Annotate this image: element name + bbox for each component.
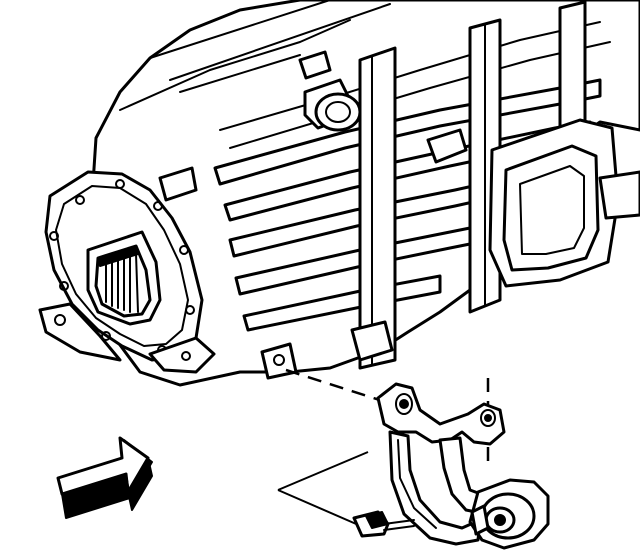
transmission-case: [86, 0, 640, 387]
input-shaft: [86, 230, 162, 326]
direction-arrow: [56, 436, 153, 519]
bracket-lever: [376, 382, 506, 546]
rear-extension-housing: [488, 118, 640, 288]
bolt: [277, 451, 415, 538]
bushing: [468, 478, 550, 550]
